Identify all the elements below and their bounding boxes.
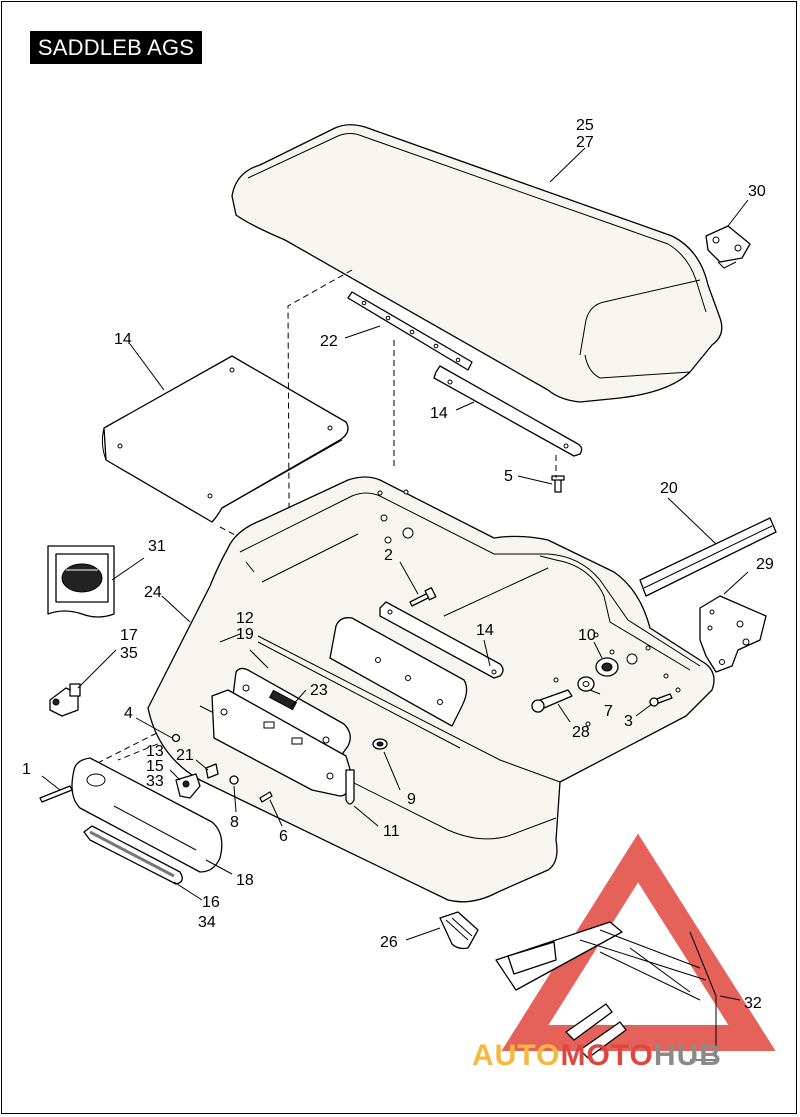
callout-26: 26	[380, 934, 398, 951]
callout-15: 15	[146, 758, 164, 775]
screw-6	[259, 791, 273, 803]
watermark-text: AUTOMOTOHUB	[472, 1039, 722, 1072]
rail-20	[639, 517, 777, 597]
lid-gasket	[347, 291, 473, 371]
callout-7: 7	[604, 703, 613, 720]
washer-7	[577, 676, 595, 692]
lid-strap	[433, 365, 583, 457]
callout-18: 18	[236, 872, 254, 889]
stud-28	[531, 689, 573, 713]
callout-34: 34	[198, 914, 216, 931]
screw-1	[39, 785, 73, 803]
emblem-31	[47, 545, 115, 618]
latch-assembly	[211, 667, 353, 797]
screw-4	[171, 733, 181, 743]
callout-14-body: 14	[476, 622, 494, 639]
assembly-line-1	[287, 269, 353, 691]
callout-21: 21	[176, 747, 194, 764]
callout-13: 13	[146, 743, 164, 760]
callout-25: 25	[576, 117, 594, 134]
lock-housing	[175, 763, 219, 799]
callout-20: 20	[660, 480, 678, 497]
tool-kit-32	[495, 921, 707, 1059]
screw-5	[551, 475, 565, 493]
spacer-9	[372, 738, 388, 750]
page-title: SADDLEB AGS	[30, 31, 202, 64]
callout-9: 9	[407, 791, 416, 808]
callout-12: 12	[236, 610, 254, 627]
callout-5: 5	[504, 468, 513, 485]
callout-30: 30	[748, 183, 766, 200]
callout-6: 6	[279, 828, 288, 845]
callout-4: 4	[124, 705, 133, 722]
callout-3: 3	[624, 713, 633, 730]
latch-lever-11	[345, 769, 355, 805]
callout-22: 22	[320, 333, 338, 350]
lock-cylinder	[49, 683, 81, 717]
callout-2: 2	[384, 547, 393, 564]
callout-14-lid: 14	[430, 405, 448, 422]
callout-19: 19	[236, 626, 254, 643]
saddlebag-lid	[231, 124, 723, 403]
callout-29: 29	[756, 556, 774, 573]
body-strap	[379, 601, 504, 679]
reflector-16	[83, 825, 183, 885]
callout-24: 24	[144, 584, 162, 601]
latch-cover-18	[71, 757, 223, 873]
hinge-bracket-30	[705, 225, 751, 269]
pad-26	[439, 911, 479, 950]
callout-8: 8	[230, 814, 239, 831]
callout-33: 33	[146, 773, 164, 790]
callout-27: 27	[576, 134, 594, 151]
callout-11: 11	[383, 823, 400, 840]
leader-lines	[41, 147, 749, 1061]
callout-31: 31	[148, 538, 166, 555]
grommet-10	[595, 657, 619, 677]
callout-32: 32	[744, 995, 762, 1012]
callout-labels: 25 27 30 22 14 14 5 20 2 31 29 24 12 19 …	[22, 117, 774, 1012]
callout-23: 23	[310, 682, 328, 699]
callout-14-panel: 14	[114, 331, 132, 348]
bracket-29	[699, 595, 767, 673]
callout-1: 1	[22, 761, 31, 778]
washer-8	[229, 775, 239, 785]
callout-10: 10	[578, 627, 596, 644]
callout-17: 17	[120, 627, 138, 644]
callout-16: 16	[202, 894, 220, 911]
body-inner-box	[329, 617, 468, 727]
screw-2	[409, 587, 437, 607]
callout-28: 28	[572, 724, 590, 741]
inner-panel	[101, 355, 349, 523]
callout-35: 35	[120, 645, 138, 662]
